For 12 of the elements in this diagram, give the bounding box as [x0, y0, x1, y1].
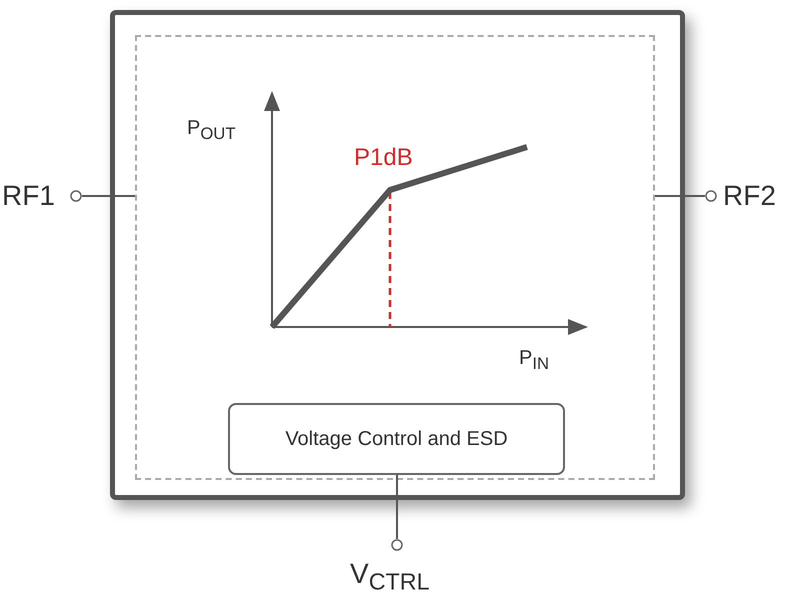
pin-label: RF1 [2, 180, 55, 212]
pin-line [655, 195, 705, 197]
die-outline [135, 35, 655, 480]
point-label: P1dB [354, 144, 413, 172]
axis-label: P$_{OUT}$ [187, 117, 236, 144]
function-block: Voltage Control and ESD [228, 403, 565, 475]
pin-label: V$_{CTRL}$ [350, 558, 430, 596]
axis-label: P$_{IN}$ [519, 347, 549, 374]
pin-line [396, 475, 398, 539]
pin-label: RF2 [723, 180, 776, 212]
pin-line [82, 195, 135, 197]
chip-package [110, 10, 685, 500]
